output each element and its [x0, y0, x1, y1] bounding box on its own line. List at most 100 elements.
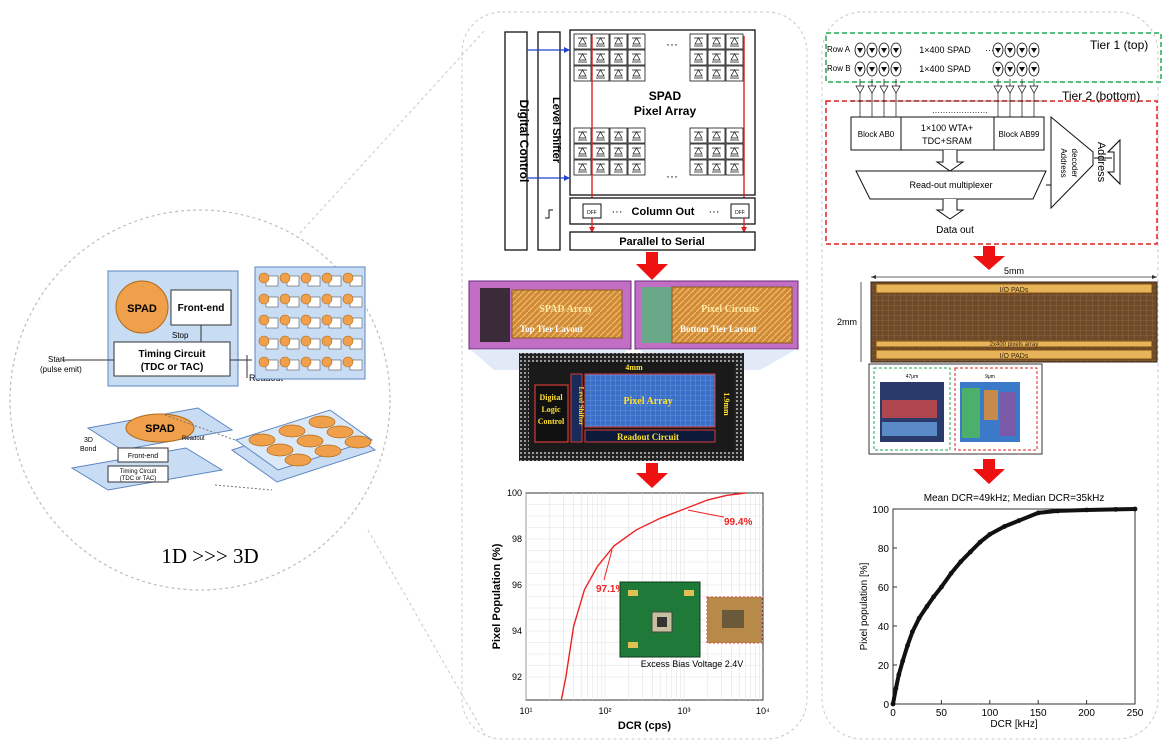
dff-right-label: DFF	[735, 210, 745, 216]
spad-cell	[689, 33, 708, 50]
chart1-annotation-99: 99.4%	[724, 517, 752, 528]
chart2-point	[900, 658, 906, 664]
chart2-point	[1132, 506, 1138, 512]
spad-cell	[707, 159, 726, 176]
io-pads-top	[875, 283, 1153, 294]
pixels-array-label: 2x400 pixels array	[990, 342, 1039, 348]
spad-cell	[573, 49, 592, 66]
chart2-xlabel: DCR [kHz]	[990, 719, 1037, 730]
row-b-label: Row B	[827, 64, 851, 73]
pixel-spad-dot	[279, 314, 291, 326]
chart1-ytick: 94	[512, 626, 522, 636]
chart2-point	[896, 672, 902, 678]
timing-label-2: (TDC or TAC)	[141, 362, 204, 373]
level-shifter-label: Level Shifter	[550, 97, 562, 164]
pixel-spad-dot	[321, 356, 333, 368]
pixel-spad-dot	[300, 272, 312, 284]
pixel-spad-dot	[342, 314, 354, 326]
zoom-line-bottom	[367, 529, 486, 736]
spad-cell	[707, 49, 726, 66]
chip-height-label: 1.9mm	[722, 392, 731, 416]
block-ab99-label: Block AB99	[999, 130, 1040, 139]
spad-cell	[573, 159, 592, 176]
chart2-point	[948, 570, 954, 576]
spad-cell	[627, 65, 646, 82]
chip-pixel-array	[584, 373, 716, 428]
tier2-box	[825, 100, 1158, 245]
column-out-dots-l: ···	[612, 206, 623, 218]
spad-cell	[573, 33, 592, 50]
pixel-spad-dot	[279, 356, 291, 368]
spad-array-label-1: SPAD	[649, 89, 682, 103]
spad-cell	[689, 127, 708, 144]
array-dots-top: ···	[666, 37, 678, 51]
spad-cell	[591, 49, 610, 66]
red-arrow-mid-2	[636, 463, 668, 488]
start-label-2: (pulse emit)	[40, 365, 82, 374]
digital-control-label: Digital Control	[517, 100, 531, 183]
spad-cell	[573, 127, 592, 144]
mux-label: Read-out multiplexer	[909, 180, 992, 190]
spad-3d	[125, 413, 195, 443]
parallel-to-serial-box	[569, 231, 756, 251]
spad-cell	[707, 65, 726, 82]
chart2-point	[909, 629, 915, 635]
timing-3d-label-1: Timing Circuit	[120, 469, 157, 475]
spad-3d-dot	[296, 434, 324, 448]
spad-array-label-2: Pixel Array	[634, 104, 697, 118]
spad-cell	[627, 159, 646, 176]
spad-cell	[609, 49, 628, 66]
chip-pixel-label: Pixel Array	[623, 396, 672, 407]
pixel-spad-dot	[300, 335, 312, 347]
spad-cell	[707, 127, 726, 144]
timing-3d	[107, 465, 169, 483]
red-arrow-right-1	[973, 246, 1005, 270]
middle-frame	[461, 11, 808, 740]
pixel-spad-dot	[321, 314, 333, 326]
frontend-label: Front-end	[178, 303, 225, 314]
timing-box	[113, 341, 231, 377]
chart2-point	[1001, 524, 1007, 529]
pixel-spad-dot	[342, 293, 354, 305]
spad-cell	[591, 127, 610, 144]
spad-cell	[573, 65, 592, 82]
caption-1d-3d: 1D >>> 3D	[161, 544, 258, 568]
readout-3d-label: Readout	[182, 436, 205, 442]
spad-3d-dot	[314, 444, 342, 458]
chart1-series-line	[560, 492, 746, 701]
red-arrow-mid-1	[636, 252, 668, 280]
chart2-xtick: 0	[890, 708, 896, 719]
spad-row-dots: ···	[985, 45, 994, 55]
chart1-xtick: 10²	[598, 706, 611, 716]
spad-cell	[725, 65, 744, 82]
pixel-spad-dot	[321, 272, 333, 284]
chip-digital-label-2: Logic	[541, 405, 561, 414]
inset-caption: Excess Bias Voltage 2.4V	[641, 659, 744, 669]
red-arrow-right-2	[973, 459, 1005, 484]
left-concept-panel: SPAD Front-end Stop Timing Circuit (TDC …	[9, 29, 486, 736]
spad-row-a-label: 1×400 SPAD	[919, 45, 971, 55]
row-a-label: Row A	[827, 45, 851, 54]
pixel-spad-dot	[300, 356, 312, 368]
chart2-point	[939, 584, 944, 590]
pixel-spad-dot	[258, 293, 270, 305]
chip-digital-label-3: Control	[538, 417, 565, 426]
zoom-left-dim: 47μm	[906, 374, 919, 380]
ellipse-grid-3d	[248, 415, 372, 467]
spad-cell	[591, 65, 610, 82]
array-dots-bottom: ···	[666, 169, 678, 183]
parallel-to-serial-label: Parallel to Serial	[619, 236, 705, 248]
chart2-xtick: 250	[1127, 708, 1144, 719]
spad-cells	[573, 33, 744, 176]
chart2-xtick: 150	[1030, 708, 1047, 719]
dff-left-label: DFF	[587, 210, 597, 216]
chart2-xtick: 50	[936, 708, 948, 719]
spad-cell	[609, 65, 628, 82]
block-ab99	[993, 116, 1045, 151]
spad-label: SPAD	[127, 303, 157, 315]
chip-digital-block	[534, 384, 569, 443]
level-shifter-box	[537, 31, 561, 251]
chip-readout	[584, 429, 716, 443]
spad-cell	[573, 143, 592, 160]
wta-label-2: TDC+SRAM	[922, 136, 972, 146]
